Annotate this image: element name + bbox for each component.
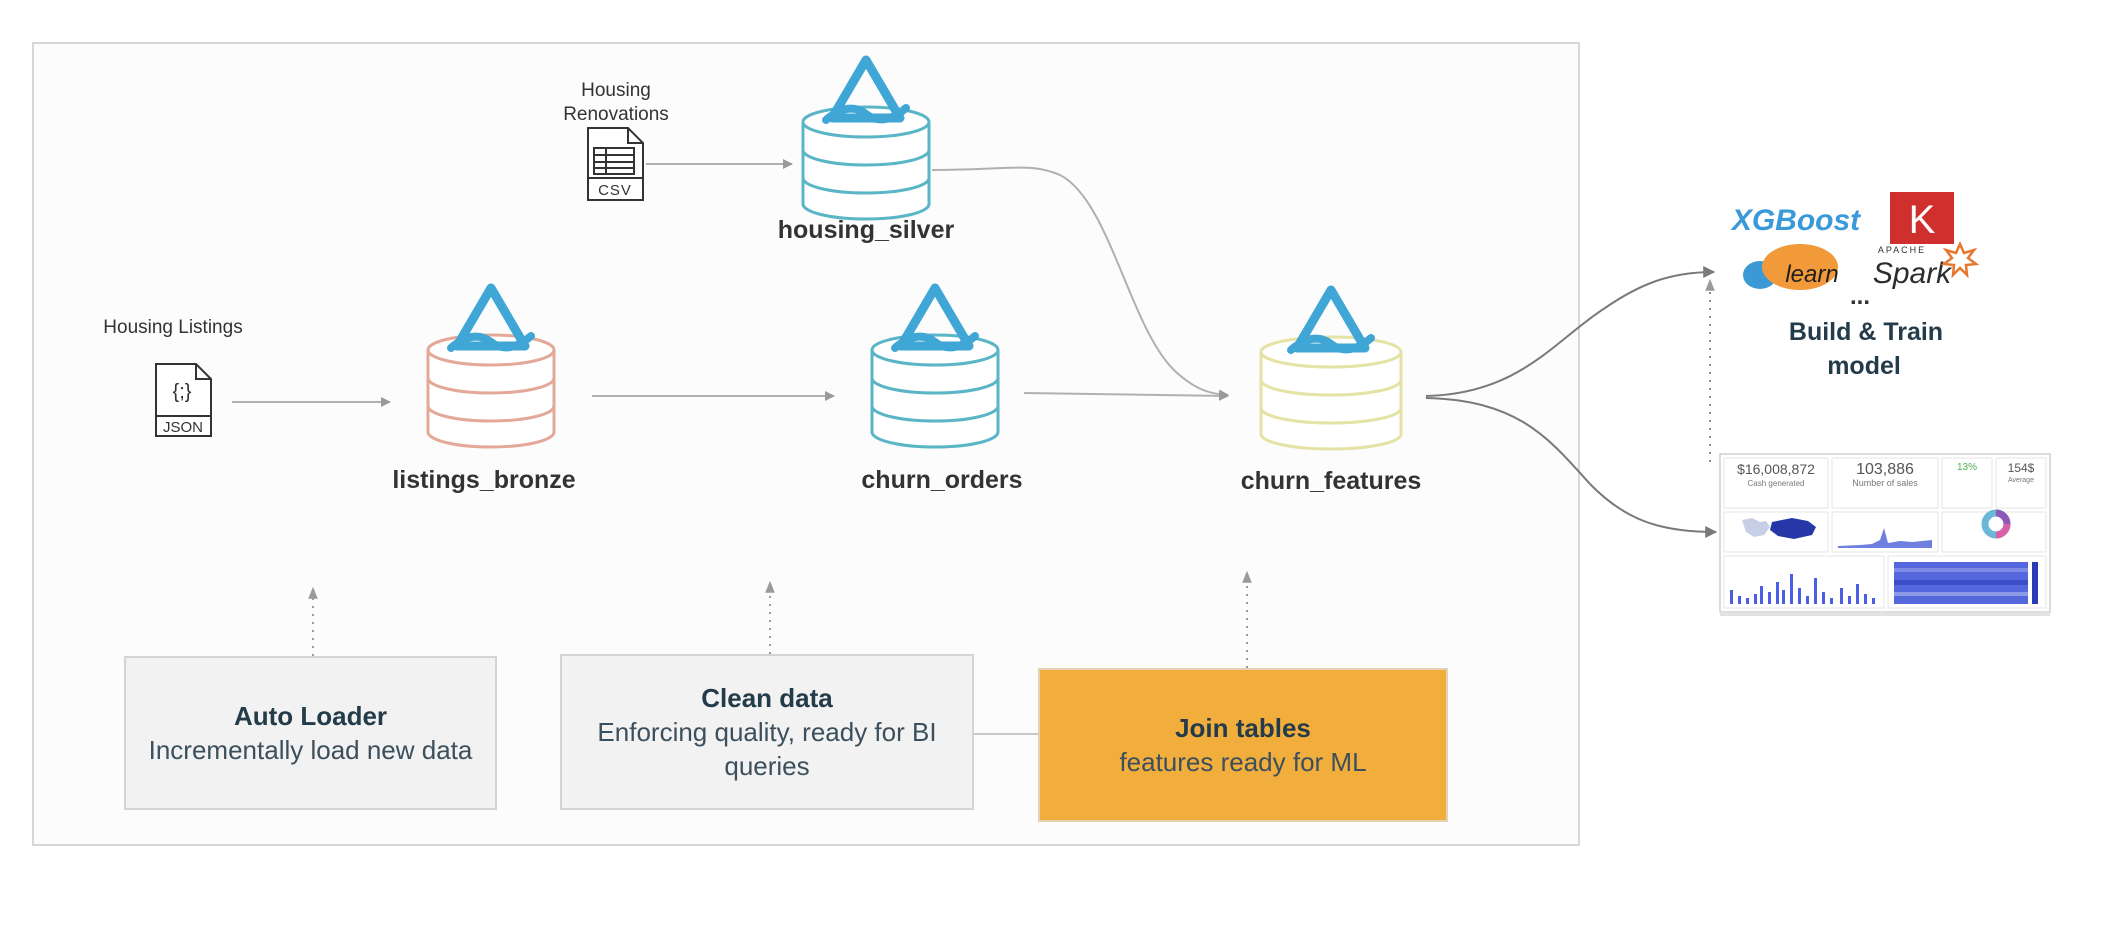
auto-loader-title: Auto Loader: [233, 701, 388, 731]
arrow-features-to-ml: [1425, 266, 1716, 397]
churn-features-label: churn_features: [1241, 467, 1422, 495]
sklearn-logo-text: learn: [1785, 261, 1838, 288]
auto-loader-box: Auto Loader Incrementally load new data: [124, 656, 497, 810]
json-file-icon: {;} JSON: [155, 363, 212, 437]
csv-file-icon: CSV: [587, 127, 644, 201]
kpi4-value: 154$: [2008, 461, 2035, 475]
keras-logo-bg: [1890, 192, 1954, 244]
clean-data-box: Clean data Enforcing quality, ready for …: [560, 654, 974, 810]
kpi3-value: 13%: [1957, 462, 1977, 473]
kpi1-label: Cash generated: [1748, 479, 1805, 488]
kpi1-value: $16,008,872: [1737, 461, 1815, 477]
listings-bronze-label: listings_bronze: [392, 466, 575, 494]
arrow-silver-to-features: [931, 166, 1229, 400]
xgboost-logo: XGBoost: [1730, 204, 1862, 237]
json-label: JSON: [163, 419, 203, 436]
clean-data-desc-line2: queries: [724, 751, 810, 781]
json-symbol: {;}: [173, 381, 192, 403]
kpi4-label: Average: [2008, 477, 2034, 484]
renovations-label-line1: Housing: [581, 80, 651, 101]
churn-features-table-icon: [1259, 290, 1403, 451]
churn-orders-table-icon: [870, 288, 1000, 449]
spark-logo: APACHE Spark: [1873, 240, 1980, 290]
listings-bronze-table-icon: [426, 288, 556, 449]
join-tables-desc: features ready for ML: [1119, 747, 1367, 777]
spark-star-icon: [1940, 240, 1980, 279]
listings-label: Housing Listings: [103, 317, 242, 338]
churn-orders-label: churn_orders: [861, 466, 1022, 494]
clean-data-title: Clean data: [701, 683, 833, 713]
clean-data-desc-line1: Enforcing quality, ready for BI: [597, 717, 937, 747]
sklearn-logo: learn: [1743, 244, 1839, 290]
auto-loader-desc: Incrementally load new data: [148, 735, 473, 765]
renovations-label-line2: Renovations: [563, 104, 669, 125]
ml-ellipsis: ...: [1850, 283, 1870, 310]
kpi2-value: 103,886: [1856, 461, 1914, 478]
arrow-orders-to-features: [1023, 390, 1229, 401]
arrow-features-to-dashboard: [1425, 397, 1718, 538]
build-train-title-line1: Build & Train: [1789, 318, 1943, 346]
spark-logo-small: APACHE: [1878, 245, 1926, 255]
kpi2-label: Number of sales: [1852, 478, 1918, 488]
dashboard-thumbnail: $16,008,872 Cash generated 103,886 Numbe…: [1719, 453, 2051, 616]
spark-logo-text: Spark: [1873, 257, 1953, 290]
build-train-title-line2: model: [1827, 352, 1901, 380]
join-tables-box: Join tables features ready for ML: [1038, 668, 1448, 822]
csv-label: CSV: [598, 182, 632, 199]
keras-logo: K: [1909, 198, 1936, 242]
join-tables-title: Join tables: [1175, 713, 1311, 743]
housing-silver-label: housing_silver: [778, 216, 955, 244]
housing-silver-table-icon: [801, 60, 931, 221]
